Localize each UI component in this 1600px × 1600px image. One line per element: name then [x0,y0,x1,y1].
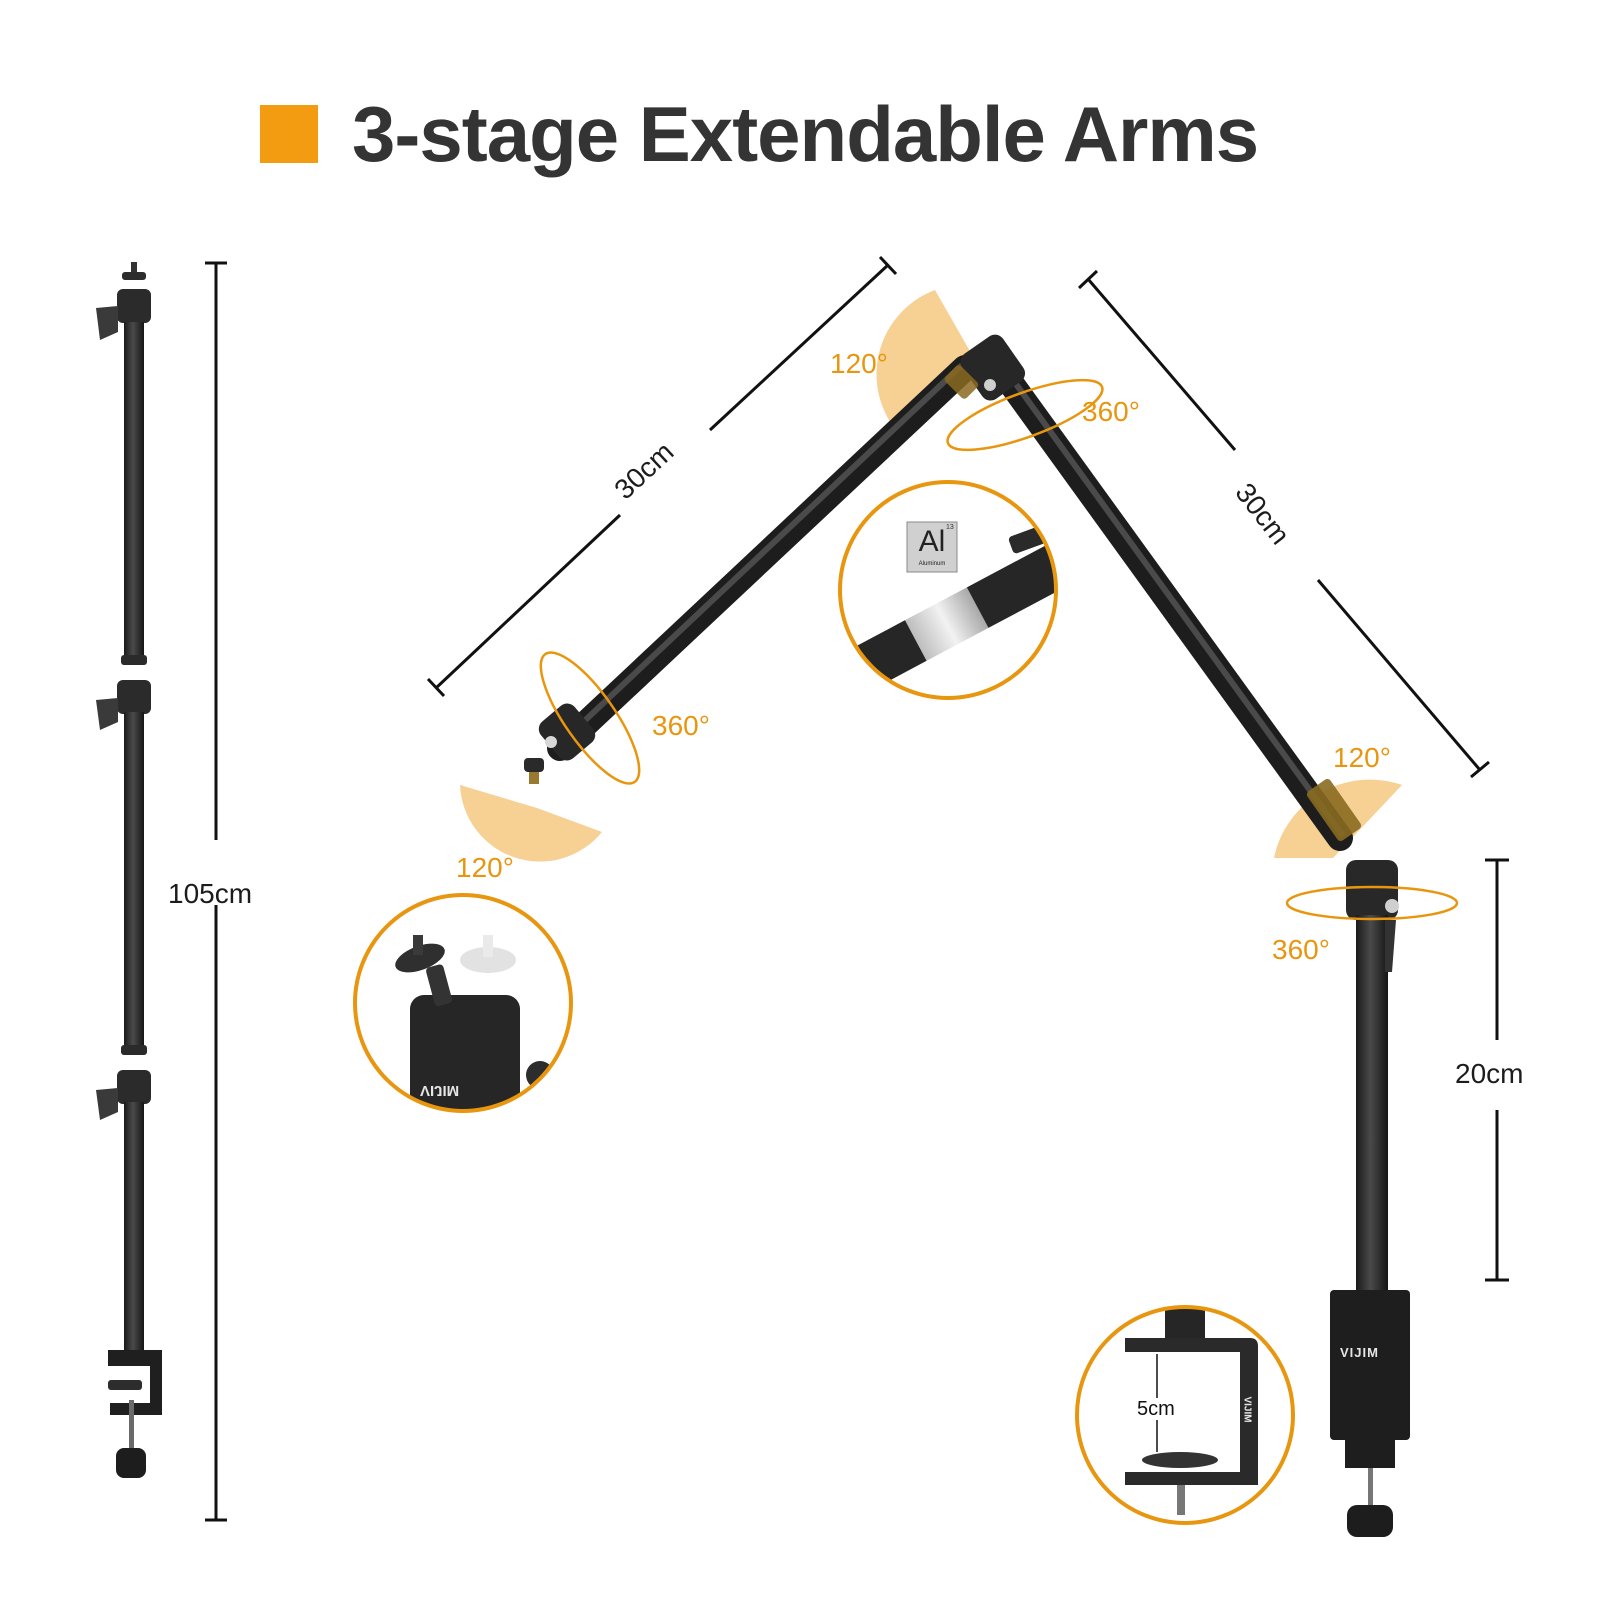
aluminum-callout [838,480,1058,700]
page-header: 3-stage Extendable Arms [260,84,1259,184]
pole-length-label: 105cm [168,878,253,909]
top-joint-tilt-label: 120° [830,348,888,379]
base-joint-rotate-label: 360° [1272,934,1330,965]
top-joint-rotate-label: 360° [1082,396,1140,427]
ball-head-brand: VIJIM [420,1082,460,1099]
left-end-tilt-label: 120° [456,852,514,883]
page-title: 3-stage Extendable Arms [352,89,1259,178]
aluminum-name: Aluminum [918,561,946,567]
extended-pole [96,262,162,1478]
base-brand: VIJIM [1340,1345,1379,1360]
rotation-indicators [539,378,1459,921]
aluminum-symbol: Al [918,525,946,558]
base-post [1306,778,1410,1537]
arm-segment-2 [992,362,1353,851]
base-joint-tilt-label: 120° [1333,742,1391,773]
aluminum-atomic-number: 13 [946,524,954,531]
ball-head-callout [353,893,573,1113]
pole-length-dimension [205,261,227,1522]
accent-square-icon [260,105,318,163]
base-height-label: 20cm [1455,1058,1524,1089]
arm-dimension-lines [426,255,1509,1282]
arm-segment-1 [547,355,978,761]
clamp-brand: VIJIM [1241,1396,1253,1423]
top-joint [944,334,1026,401]
clamp-opening-label: 5cm [1137,1398,1175,1420]
clamp-callout [1075,1305,1295,1525]
left-end-rotate-label: 360° [652,710,710,741]
